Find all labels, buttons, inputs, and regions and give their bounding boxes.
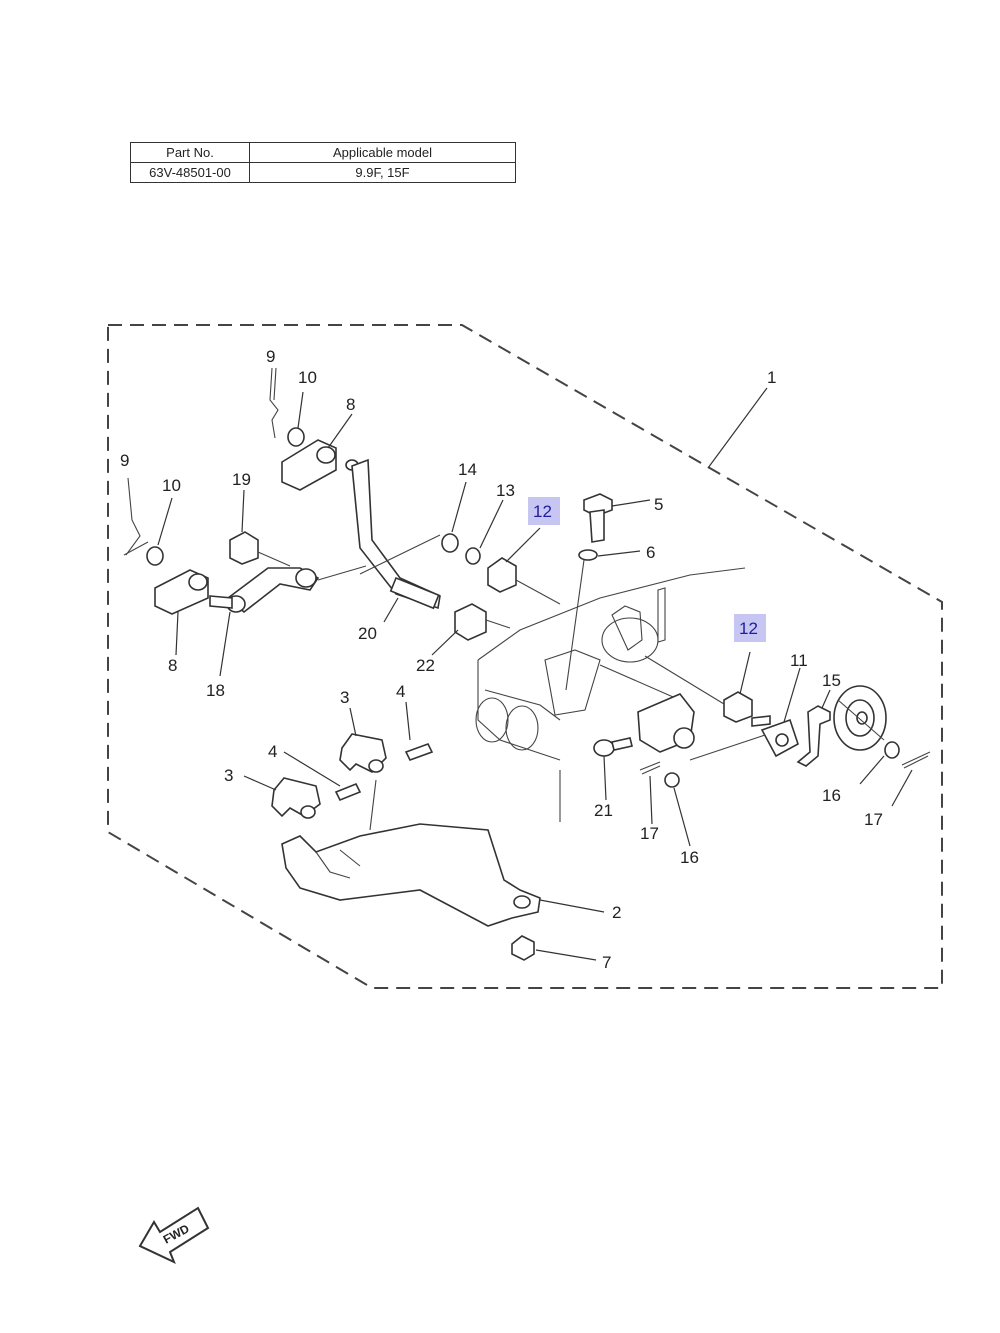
part-9-cotter-pin-left xyxy=(123,477,149,556)
throttle-cam xyxy=(833,685,887,751)
leader-16-center xyxy=(673,787,691,847)
callout-14: 14 xyxy=(458,460,477,479)
part-18-lever xyxy=(209,565,367,677)
leader-10-upper xyxy=(297,391,304,429)
part-3-bracket-upper xyxy=(339,707,387,773)
part-13-circlip xyxy=(465,547,481,565)
part-4-pin-lower xyxy=(283,751,362,802)
link-line-14 xyxy=(359,534,441,575)
engine-outline xyxy=(475,567,746,822)
callout-17-center: 17 xyxy=(640,824,659,843)
callout-16-center: 16 xyxy=(680,848,699,867)
callout-12-upper-highlight xyxy=(528,497,560,525)
part-7-nut xyxy=(511,935,597,961)
callout-22: 22 xyxy=(416,656,435,675)
callout-3-upper: 3 xyxy=(340,688,349,707)
part-8-joint-upper xyxy=(281,413,359,491)
callout-15: 15 xyxy=(822,671,841,690)
leader-6 xyxy=(597,550,641,557)
link-line-6 xyxy=(565,559,585,691)
part-14-washer xyxy=(441,533,459,553)
leader-13 xyxy=(479,499,504,549)
part-3-bracket-lower xyxy=(243,775,321,819)
callout-1: 1 xyxy=(767,368,776,387)
callout-4-upper: 4 xyxy=(396,682,405,701)
callout-20: 20 xyxy=(358,624,377,643)
part-9-cotter-pin-upper xyxy=(269,367,279,439)
part-model-table: Part No. Applicable model 63V-48501-00 9… xyxy=(130,142,516,183)
part-19-bush xyxy=(229,489,291,567)
callout-6: 6 xyxy=(646,543,655,562)
fwd-arrow-icon: FWD xyxy=(138,1206,210,1264)
part-12-bush-upper xyxy=(487,527,561,605)
part-12-bush-right xyxy=(644,651,753,723)
assembly-boundary xyxy=(107,324,943,989)
callout-11: 11 xyxy=(790,651,808,670)
callout-21: 21 xyxy=(594,801,613,820)
cell-part-number: 63V-48501-00 xyxy=(130,162,250,183)
leader-1 xyxy=(707,387,768,469)
part-21-screw xyxy=(593,737,633,801)
part-5-bolt xyxy=(583,493,651,543)
part-16-washer-right xyxy=(884,741,900,759)
callout-3-lower: 3 xyxy=(224,766,233,785)
callout-7: 7 xyxy=(602,953,611,972)
part-2-bracket-plate xyxy=(281,779,605,927)
callout-12-upper: 12 xyxy=(533,502,552,521)
leader-10-left xyxy=(157,497,173,546)
callout-2: 2 xyxy=(612,903,621,922)
carburetor-link-bracket xyxy=(637,693,766,761)
part-4-pin-upper xyxy=(404,701,434,761)
part-16-washer-center xyxy=(664,772,680,788)
callout-8-upper: 8 xyxy=(346,395,355,414)
part-11-link xyxy=(751,667,801,758)
leader-16-right xyxy=(859,755,885,785)
callout-12-right-highlight xyxy=(734,614,766,642)
leader-14 xyxy=(451,481,467,533)
part-20-shift-lever xyxy=(351,458,441,623)
callout-13: 13 xyxy=(496,481,515,500)
table-row: 63V-48501-00 9.9F, 15F xyxy=(130,162,516,183)
callout-8-left: 8 xyxy=(168,656,177,675)
callout-5: 5 xyxy=(654,495,663,514)
cell-applicable-model: 9.9F, 15F xyxy=(249,162,516,183)
part-22-bush xyxy=(431,603,511,656)
callout-17-right: 17 xyxy=(864,810,883,829)
part-17-cotter-pin-right xyxy=(891,751,931,807)
callout-9-left: 9 xyxy=(120,451,129,470)
callout-10-left: 10 xyxy=(162,476,181,495)
part-10-washer-left xyxy=(146,546,164,566)
callout-16-right: 16 xyxy=(822,786,841,805)
part-8-joint-left xyxy=(154,569,209,656)
callout-4-lower: 4 xyxy=(268,742,277,761)
callout-10-upper: 10 xyxy=(298,368,317,387)
callout-18: 18 xyxy=(206,681,225,700)
callout-19: 19 xyxy=(232,470,251,489)
part-17-cotter-pin-center xyxy=(639,761,661,825)
part-15-rod xyxy=(796,689,831,767)
part-10-washer-upper xyxy=(287,427,305,447)
callout-12-right: 12 xyxy=(739,619,758,638)
callout-9-upper: 9 xyxy=(266,347,275,366)
part-6-washer xyxy=(578,549,598,561)
